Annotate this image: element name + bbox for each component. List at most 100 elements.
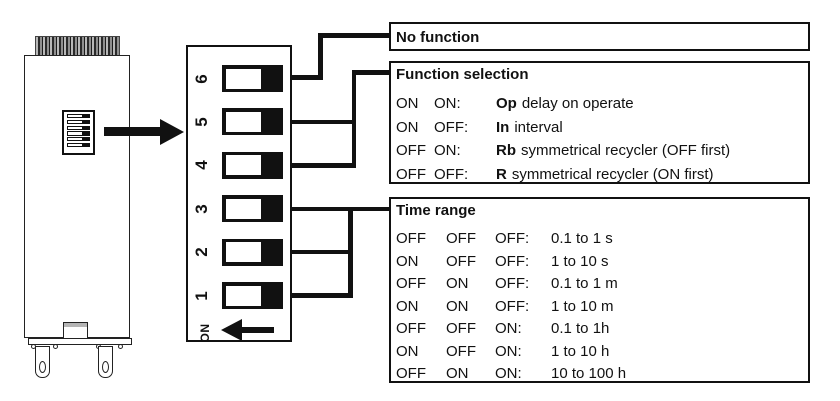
- time-range-value: 0.1 to 1 m: [551, 275, 618, 292]
- function-text: interval: [514, 118, 563, 136]
- no-function-box: No function: [389, 22, 810, 51]
- time-range-row: OFF ON OFF: 0.1 to 1 m: [396, 273, 808, 296]
- on-direction-label: ON: [198, 323, 212, 343]
- sw3-state: ON:: [495, 365, 522, 382]
- sw4-state: OFF:: [434, 165, 469, 183]
- device-base-strip: [28, 338, 132, 345]
- on-direction-arrow-icon: [242, 327, 274, 333]
- connector-to-function-box: [351, 70, 390, 75]
- sw5-state: OFF: [396, 142, 426, 159]
- sw3-state: ON:: [495, 320, 522, 337]
- switch-number-5: 5: [192, 117, 211, 127]
- sw1-state: ON: [396, 297, 419, 315]
- sw2-state: ON: [446, 275, 469, 292]
- sw1-state: OFF: [396, 365, 426, 382]
- sw1-state: OFF: [396, 275, 426, 292]
- time-range-row: OFF ON ON: 10 to 100 h: [396, 363, 808, 386]
- connector-switch2: [268, 249, 352, 255]
- sw5-state: OFF: [396, 165, 426, 183]
- sw2-state: OFF: [446, 230, 476, 247]
- mini-dip-bar: [67, 131, 90, 136]
- time-range-value: 1 to 10 s: [551, 252, 609, 270]
- zoom-arrow-icon: [104, 127, 162, 136]
- function-row: OFF ON: Rb symmetrical recycler (OFF firs…: [396, 139, 808, 163]
- sw3-state: ON:: [495, 342, 522, 360]
- dip-switch-6-slider: [226, 68, 261, 89]
- dip-switch-1-slider: [226, 285, 261, 306]
- mini-dip-switch-icon: [62, 110, 95, 155]
- zoom-arrow-head-icon: [160, 119, 184, 145]
- mounting-pin-icon: [35, 346, 50, 378]
- sw4-state: OFF:: [434, 118, 469, 136]
- switch-number-2: 2: [192, 247, 211, 257]
- time-range-box: Time range OFF OFF OFF: 0.1 to 1 s ON OF…: [389, 197, 810, 383]
- connector-switch4: [256, 163, 356, 168]
- base-dot: [118, 344, 123, 349]
- time-range-title: Time range: [396, 202, 476, 219]
- mounting-pin-icon: [98, 346, 113, 378]
- switch-number-1: 1: [192, 290, 211, 301]
- function-selection-title: Function selection: [396, 66, 529, 83]
- time-range-row: OFF OFF ON: 0.1 to 1h: [396, 318, 808, 341]
- mini-dip-bar: [67, 142, 90, 148]
- device-body-outline: [24, 55, 130, 338]
- time-range-value: 1 to 10 h: [551, 342, 610, 360]
- dip-switch-4-slider: [226, 155, 261, 176]
- connector-function-riser: [351, 70, 356, 167]
- sw5-state: ON: [396, 95, 419, 112]
- device-heatsink-cap-icon: [35, 36, 120, 57]
- time-range-value: 10 to 100 h: [551, 365, 627, 382]
- mini-dip-bar: [67, 119, 90, 124]
- sw2-state: OFF: [446, 342, 476, 360]
- sw1-state: ON: [396, 342, 419, 360]
- function-text: symmetrical recycler (OFF first): [521, 142, 731, 159]
- sw2-state: ON: [446, 297, 469, 315]
- time-range-value: 1 to 10 m: [551, 297, 614, 315]
- mini-dip-bar: [67, 137, 90, 142]
- time-range-value: 0.1 to 1h: [551, 320, 610, 337]
- sw2-state: OFF: [446, 252, 476, 270]
- switch-number-3: 3: [192, 203, 211, 214]
- function-text: delay on operate: [521, 95, 634, 112]
- sw3-state: OFF:: [495, 252, 530, 270]
- dip-switch-2-slider: [226, 242, 261, 263]
- sw3-state: OFF:: [495, 275, 530, 292]
- connector-to-no-function-box: [318, 33, 390, 38]
- dip-switch-3-slider: [226, 198, 261, 219]
- sw1-state: OFF: [396, 320, 426, 337]
- connector-switch5: [260, 119, 356, 125]
- function-code: R: [496, 165, 507, 183]
- sw2-state: OFF: [446, 320, 476, 337]
- time-range-rows: OFF OFF OFF: 0.1 to 1 s ON OFF OFF: 1 to…: [396, 228, 808, 386]
- sw4-state: ON:: [434, 95, 461, 112]
- connector-switch6-riser: [318, 33, 323, 80]
- time-range-row: ON ON OFF: 1 to 10 m: [396, 296, 808, 319]
- switch-number-4: 4: [192, 160, 211, 171]
- function-desc: Rb symmetrical recycler (OFF first): [496, 139, 808, 163]
- device-bottom-notch: [63, 322, 88, 338]
- switch-number-6: 6: [192, 73, 211, 84]
- sw1-state: ON: [396, 252, 419, 270]
- mini-dip-bar: [67, 125, 90, 130]
- connector-switch6: [262, 75, 322, 80]
- function-text: symmetrical recycler (ON first): [511, 165, 714, 183]
- connector-switch1: [260, 293, 352, 298]
- function-code: In: [496, 118, 510, 136]
- sw5-state: ON: [396, 118, 419, 136]
- sw4-state: ON:: [434, 142, 461, 159]
- connector-time-riser: [348, 206, 353, 298]
- dip-switch-5-slider: [226, 111, 261, 132]
- no-function-title: No function: [396, 29, 480, 46]
- time-range-row: OFF OFF OFF: 0.1 to 1 s: [396, 228, 808, 251]
- sw3-state: OFF:: [495, 230, 530, 247]
- function-code: Rb: [496, 142, 516, 159]
- time-range-row: ON OFF OFF: 1 to 10 s: [396, 251, 808, 274]
